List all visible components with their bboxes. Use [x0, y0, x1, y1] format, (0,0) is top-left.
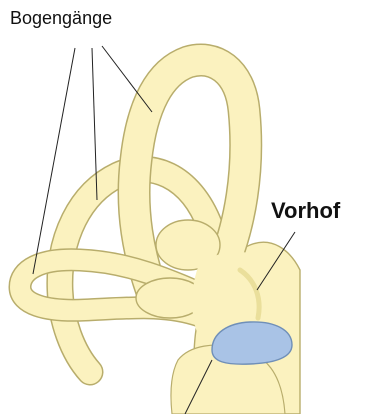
vestibule-label: Vorhof — [271, 198, 340, 224]
semicircular-canals-label: Bogengänge — [10, 8, 112, 29]
